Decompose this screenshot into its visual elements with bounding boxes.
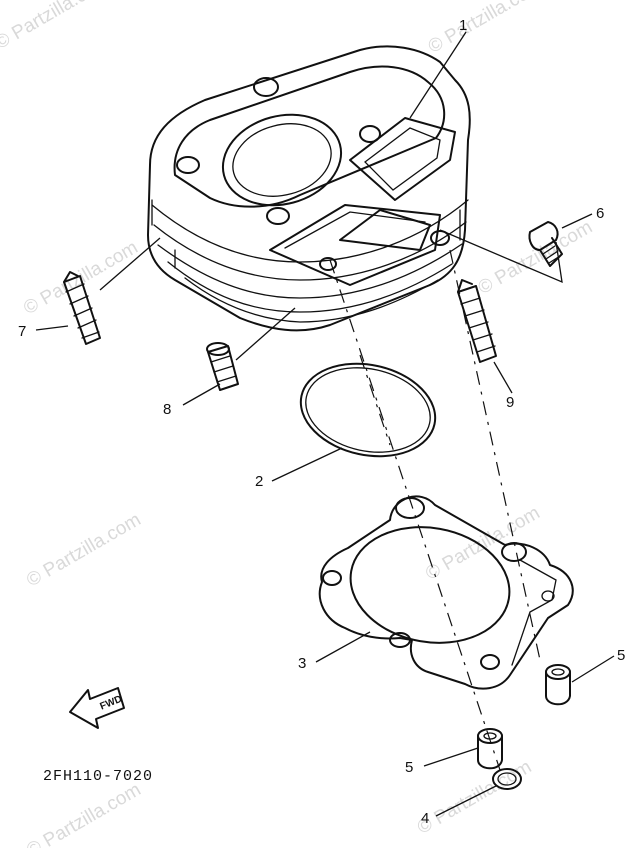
watermark-top-left: © Partzilla.com: [0, 0, 113, 54]
callouts: 1 2 3 4 5 5 6 7 8 9: [18, 17, 625, 827]
part-code: 2FH110-7020: [43, 768, 153, 785]
watermark-left-middle: © Partzilla.com: [23, 509, 144, 591]
watermark-top-right: © Partzilla.com: [425, 0, 546, 58]
stud-left: [63, 271, 101, 345]
callout-5-right: 5: [617, 647, 625, 664]
bolt: [528, 221, 563, 267]
callout-9: 9: [506, 394, 514, 411]
stud-right: [457, 279, 497, 363]
watermark-layer: © Partzilla.com © Partzilla.com © Partzi…: [0, 0, 596, 848]
callout-8: 8: [163, 401, 171, 418]
callout-3: 3: [298, 655, 306, 672]
o-ring: [299, 362, 437, 458]
fwd-arrow-icon: FWD: [69, 687, 125, 729]
alignment-lines: [329, 249, 541, 771]
watermark-right-middle: © Partzilla.com: [422, 502, 543, 584]
watermark-bottom-right: © Partzilla.com: [414, 756, 535, 838]
cylinder-gasket: [318, 495, 574, 690]
leader-lines: [35, 31, 615, 817]
callout-5-lower: 5: [405, 759, 413, 776]
callout-6: 6: [596, 205, 604, 222]
cylinder-block: [147, 45, 471, 332]
stud-short: [206, 342, 239, 391]
small-o-ring: [492, 768, 522, 790]
callout-4: 4: [421, 810, 429, 827]
dowel-pin-lower: [477, 728, 503, 770]
watermark-bottom-left: © Partzilla.com: [23, 779, 144, 848]
dowel-pin-right: [545, 664, 571, 706]
callout-1: 1: [459, 17, 467, 34]
callout-2: 2: [255, 473, 263, 490]
callout-7: 7: [18, 323, 26, 340]
